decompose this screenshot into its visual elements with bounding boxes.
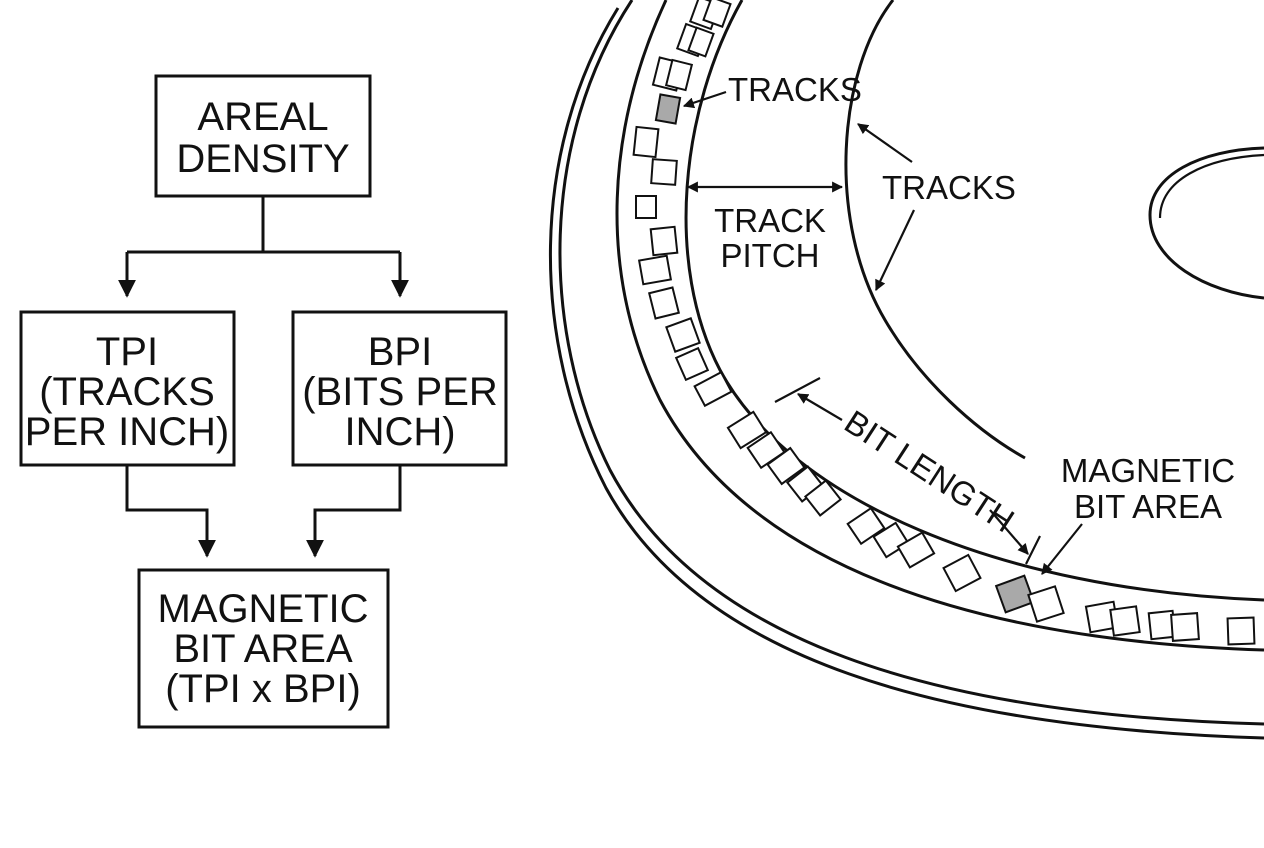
highlighted-bit-bottom (994, 574, 1036, 614)
bit-area-line-3: (TPI x BPI) (165, 667, 361, 711)
bit-cell (1170, 612, 1200, 642)
bit-cell (726, 410, 768, 450)
bit-cell (846, 506, 886, 546)
tpi-line-2: (TRACKS (39, 370, 215, 414)
bit-cell (664, 58, 694, 92)
platter-outer-edge (558, 0, 1264, 726)
bit-cell (649, 225, 679, 257)
bpi-box: BPI (BITS PER INCH) (291, 310, 508, 467)
bpi-line-2: (BITS PER (302, 370, 498, 414)
track-pitch-line-2: PITCH (721, 237, 820, 274)
bit-length-arrow-start (797, 393, 843, 421)
bit-cell (803, 479, 843, 517)
bit-length-arrow-end (989, 509, 1029, 555)
tracks-label-right-group: TRACKS (857, 123, 1016, 291)
arrow-bpi-to-bit-area (306, 466, 402, 558)
flow-connectors (118, 196, 409, 558)
bit-cell (635, 195, 657, 219)
bit-cell (1027, 585, 1065, 623)
bit-cell (942, 553, 982, 593)
areal-density-line-1: AREAL (197, 95, 328, 139)
platter-outer-edge-lower (548, 7, 1264, 740)
areal-density-line-2: DENSITY (176, 137, 349, 181)
bit-cell (1226, 616, 1256, 646)
bit-cell (896, 531, 936, 569)
bit-area-line-1: MAGNETIC (157, 587, 368, 631)
tracks-top-arrow (682, 90, 727, 109)
highlighted-bit-top (654, 93, 682, 125)
inner-track-line (844, 0, 1026, 460)
tracks-label-right: TRACKS (882, 169, 1016, 206)
flowchart: AREAL DENSITY TPI (TRACKS PER INCH) BPI … (19, 74, 508, 729)
bpi-line-3: INCH) (344, 410, 455, 454)
bit-length-tick-start (774, 377, 821, 403)
bit-cells (632, 0, 1256, 646)
bit-cell (1109, 605, 1141, 637)
bit-area-line-2: BIT AREA (173, 627, 353, 671)
bit-cell (632, 125, 660, 159)
bit-cell (637, 254, 673, 286)
spindle-hole (1148, 146, 1264, 300)
tpi-line-1: TPI (96, 330, 158, 374)
bit-length-tick-end (1025, 535, 1041, 565)
bit-cell (674, 346, 710, 382)
bit-cell (687, 26, 715, 58)
magnetic-bit-area-line-1: MAGNETIC (1061, 452, 1235, 489)
tpi-line-3: PER INCH) (25, 410, 229, 454)
magnetic-bit-area-line-2: BIT AREA (1074, 488, 1222, 525)
areal-density-box: AREAL DENSITY (154, 74, 372, 198)
bit-cell (766, 446, 806, 486)
platter: TRACKS TRACKS TRACK PITCH BIT LENGTH MAG… (548, 0, 1264, 740)
tracks-right-arrow-lower (875, 209, 915, 291)
magnetic-bit-area-box: MAGNETIC BIT AREA (TPI x BPI) (137, 568, 390, 729)
bpi-line-1: BPI (368, 330, 432, 374)
bit-cell (702, 0, 732, 28)
tpi-box: TPI (TRACKS PER INCH) (19, 310, 236, 467)
bit-cell (647, 286, 681, 320)
tracks-right-arrow-upper (857, 123, 913, 163)
track-pitch-group: TRACK PITCH (686, 181, 844, 274)
magnetic-bit-area-arrow (1041, 523, 1083, 575)
magnetic-bit-area-label-group: MAGNETIC BIT AREA (1041, 452, 1235, 575)
bit-cell (665, 317, 701, 353)
tracks-label-top-group: TRACKS (682, 71, 862, 109)
bit-cell (650, 158, 678, 186)
track-pitch-line-1: TRACK (714, 202, 826, 239)
bit-cell (693, 370, 733, 408)
track-band-outer (615, 0, 1264, 652)
arrow-tpi-to-bit-area (125, 466, 216, 558)
tracks-label-top: TRACKS (728, 71, 862, 108)
